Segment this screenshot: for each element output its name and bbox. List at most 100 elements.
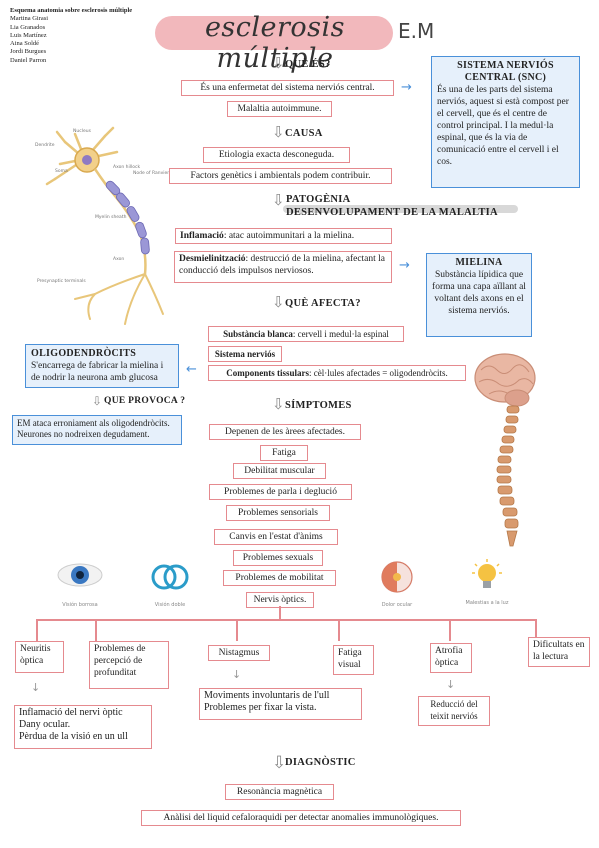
neuritis-desc-box: Inflamació del nervi òptic Dany ocular. … xyxy=(14,705,152,749)
que-es-item-1: És una enfermetat del sistema nerviós ce… xyxy=(181,80,394,96)
inflamacio-text: : atac autoimmunitari a la mielina. xyxy=(223,231,355,241)
neuritis-box: Neuritis òptica xyxy=(15,641,64,673)
down-arrow-icon: ↓ xyxy=(446,678,456,691)
author-name: Daniel Parron xyxy=(10,56,47,64)
percepcio-box: Problemes de percepció de profunditat xyxy=(89,641,169,689)
que-provoca-text: EM ataca erroniament als oligodendròcits… xyxy=(17,418,170,439)
snc-text: És una de les parts del sistema nerviós,… xyxy=(437,85,569,167)
spine-shape xyxy=(496,405,520,547)
connector-line xyxy=(36,619,536,621)
inflamacio-label: Inflamació xyxy=(180,231,224,241)
authors-title: Esquema anatomia sobre esclerosis múltip… xyxy=(10,7,133,14)
diagnostic-item-1: Resonància magnètica xyxy=(225,784,334,800)
author-name: Jordi Burgues xyxy=(10,48,47,56)
connector-line xyxy=(449,619,451,641)
down-arrow-icon: ⇩ xyxy=(272,395,285,413)
main-title-abbr: E.M xyxy=(398,19,435,43)
author-name: Luis Martínez xyxy=(10,31,47,39)
myelin-label: Myelin sheath xyxy=(95,214,127,220)
symptom-item: Problemes sexuals xyxy=(233,550,323,566)
connector-line xyxy=(535,619,537,637)
components-label: Components tissulars xyxy=(226,368,309,378)
neuritis-desc-line: Pèrdua de la visió en un ull xyxy=(19,731,128,742)
symptom-item: Fatiga xyxy=(260,445,308,461)
que-es-item-2: Malaltia autoimmune. xyxy=(227,101,332,117)
left-arrow-icon: ← xyxy=(186,362,197,377)
symptom-item: Problemes sensorials xyxy=(226,505,330,521)
que-provoca-box: EM ataca erroniament als oligodendròcits… xyxy=(12,415,182,445)
author-name: Lia Granados xyxy=(10,23,46,31)
connector-line xyxy=(279,606,281,620)
malestias-caption: Malestias a la luz xyxy=(465,600,509,606)
que-afecta-heading: QUÈ AFECTA? xyxy=(285,298,361,309)
symptom-item: Problemes de mobilitat xyxy=(223,570,336,586)
down-arrow-icon: ↓ xyxy=(232,668,242,681)
neuron-illustration: Nucleus Dendrite Soma Axon hillock Node … xyxy=(35,126,169,325)
soma-label: Soma xyxy=(55,168,68,174)
snc-title: SISTEMA NERVIÓS CENTRAL (SNC) xyxy=(457,60,554,83)
connector-line xyxy=(236,619,238,641)
nistagmus-box: Nistagmus xyxy=(208,645,270,661)
symptom-item: Problemes de parla i deglució xyxy=(209,484,352,500)
patogenia-heading: PATOGÈNIA xyxy=(286,194,351,205)
components-text: : cèl·lules afectades = oligodendròcits. xyxy=(308,368,448,378)
author-name: Aina Soldé xyxy=(10,40,40,48)
symptom-item: Debilitat muscular xyxy=(233,463,326,479)
right-arrow-icon: → xyxy=(401,80,412,95)
dendrite-label: Dendrite xyxy=(35,142,55,148)
main-title: esclerosis múltiple xyxy=(204,12,346,74)
que-provoca-heading: QUE PROVOCA ? xyxy=(104,396,186,406)
desmie-text: : destrucció de la mielina, afectant la … xyxy=(179,254,386,276)
connector-line xyxy=(338,619,340,641)
nistagmus-desc-line: Moviments involuntaris de l'ull xyxy=(204,690,330,701)
down-arrow-icon: ⇩ xyxy=(272,293,285,311)
symptom-item: Depenen de les àrees afectades. xyxy=(209,424,361,440)
connector-line xyxy=(36,619,38,641)
axon-hillock-label: Axon hillock xyxy=(113,164,140,170)
components-box: Components tissulars: cèl·lules afectade… xyxy=(208,365,466,381)
down-arrow-icon: ↓ xyxy=(31,681,41,694)
oligo-title: OLIGODENDRÒCITS xyxy=(31,348,137,359)
simptomes-heading: SÍMPTOMES xyxy=(285,400,352,411)
inflamacio-box: Inflamació: atac autoimmunitari a la mie… xyxy=(175,228,392,244)
title-highlight xyxy=(155,16,393,50)
sistema-box: Sistema nerviós xyxy=(208,346,282,362)
sistema-label: Sistema nerviós xyxy=(214,349,276,359)
patogenia-subheading: DESENVOLUPAMENT DE LA MALALTIA xyxy=(286,207,498,218)
snc-box: SISTEMA NERVIÓS CENTRAL (SNC) És una de … xyxy=(431,56,580,188)
authors-block: Esquema anatomia sobre esclerosis múltip… xyxy=(10,7,132,65)
dolor-ocular-caption: Dolor ocular xyxy=(381,602,413,608)
nucleus-shape xyxy=(82,155,92,165)
connector-line xyxy=(95,619,97,641)
node-label: Node of Ranvier xyxy=(133,170,169,176)
nistagmus-desc-line: Problemes per fixar la vista. xyxy=(204,702,317,713)
fatiga-visual-box: Fatiga visual xyxy=(333,645,374,675)
nucleus-label: Nucleus xyxy=(73,128,92,134)
mielina-text: Substància lípidica que forma una capa a… xyxy=(432,270,526,316)
down-arrow-icon: ⇩ xyxy=(272,753,287,773)
diagnostic-heading: DIAGNÒSTIC xyxy=(285,757,356,768)
causa-item-1: Etiologia exacta desconeguda. xyxy=(203,147,350,163)
axon-label: Axon xyxy=(113,256,124,262)
vision-borrosa-caption: Visión borrosa xyxy=(62,602,98,608)
mielina-box: MIELINA Substància lípidica que forma un… xyxy=(426,253,532,337)
nistagmus-desc-box: Moviments involuntaris de l'ull Probleme… xyxy=(199,688,362,720)
light-bulb-icon xyxy=(470,558,504,599)
desmielinitzacio-box: Desmielinització: destrucció de la mieli… xyxy=(174,251,392,283)
substancia-box: Substància blanca: cervell i medul·la es… xyxy=(208,326,404,342)
eye-icon xyxy=(56,560,104,595)
down-arrow-icon: ⇩ xyxy=(272,54,285,72)
patogenia-highlight xyxy=(283,205,518,213)
presynaptic-label: Presynaptic terminals xyxy=(37,278,86,284)
mielina-title: MIELINA xyxy=(455,257,503,268)
causa-heading: CAUSA xyxy=(285,128,323,139)
neuritis-desc-line: Dany ocular. xyxy=(19,719,71,730)
vision-doble-caption: Visión doble xyxy=(154,602,186,608)
atrofia-box: Atrofia òptica xyxy=(430,643,472,673)
diagnostic-item-2: Anàlisi del liquid cefaloraquidi per det… xyxy=(141,810,461,826)
eye-pain-icon xyxy=(380,560,414,599)
brain-spine-illustration xyxy=(474,353,536,547)
causa-item-2: Factors genètics i ambientals podem cont… xyxy=(169,168,392,184)
substancia-text: : cervell i medul·la espinal xyxy=(292,329,389,339)
down-arrow-icon: ⇩ xyxy=(272,123,285,141)
